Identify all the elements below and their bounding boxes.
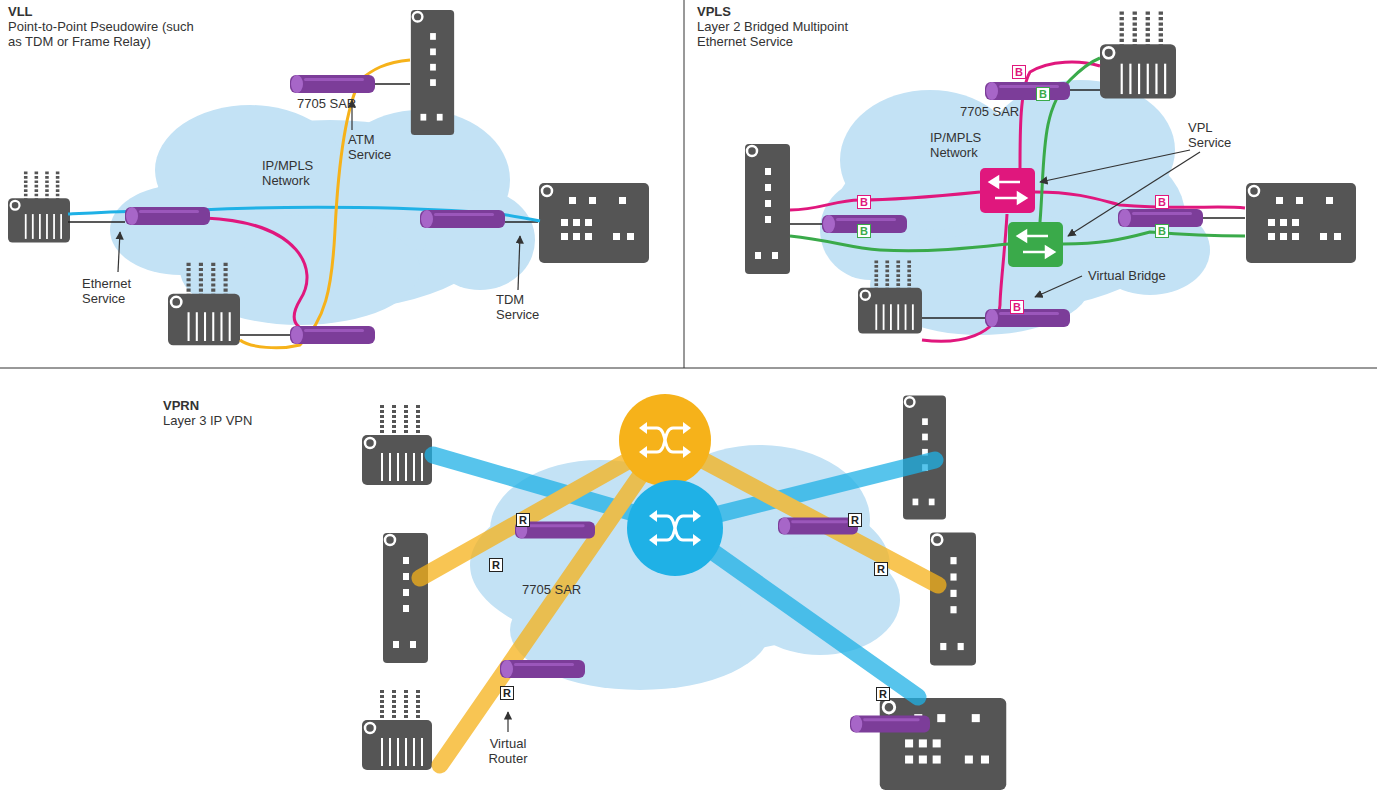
node-text: B [1158, 225, 1166, 237]
node-text: R [503, 687, 511, 699]
panel-subtitle: Point-to-Point Pseudowire (such as TDM o… [8, 19, 198, 49]
node-text: R [851, 514, 859, 526]
virtual-bridge-box: B [1012, 65, 1026, 79]
network-label: IP/MPLS Network [262, 158, 332, 188]
panel-title: VPLS [697, 4, 731, 19]
panel-subtitle: Layer 3 IP VPN [163, 413, 252, 428]
node-text: B [1039, 88, 1047, 100]
node-text: R [519, 514, 527, 526]
service-label: Ethernet Service [82, 276, 157, 306]
callout-label: Virtual Bridge [1088, 268, 1166, 283]
node-text: R [877, 563, 885, 575]
virtual-bridge-box: B [1036, 87, 1050, 101]
callout-label: Virtual Router [478, 736, 538, 766]
device-label: 7705 SAR [960, 104, 1019, 119]
virtual-router-box: R [848, 513, 862, 527]
service-label: TDM Service [496, 292, 551, 322]
node-text: B [1158, 196, 1166, 208]
virtual-bridge-box: B [857, 195, 871, 209]
virtual-bridge-box: B [1155, 224, 1169, 238]
service-label: VPL Service [1188, 120, 1243, 150]
virtual-bridge-box: B [857, 224, 871, 238]
virtual-router-box: R [876, 687, 890, 701]
device-label: 7705 SAR [522, 582, 581, 597]
panel-title: VPRN [163, 398, 199, 413]
virtual-router-box: R [516, 513, 530, 527]
node-text: B [860, 196, 868, 208]
node-text: B [1013, 301, 1021, 313]
virtual-bridge-box: B [1010, 300, 1024, 314]
panel-title: VLL [8, 4, 33, 19]
virtual-router-box: R [500, 686, 514, 700]
virtual-router-box: R [489, 558, 503, 572]
device-label: 7705 SAR [297, 96, 356, 111]
panel-subtitle: Layer 2 Bridged Multipoint Ethernet Serv… [697, 19, 887, 49]
virtual-bridge-box: B [1155, 195, 1169, 209]
node-text: R [879, 688, 887, 700]
network-label: IP/MPLS Network [930, 130, 1000, 160]
virtual-router-box: R [874, 562, 888, 576]
node-text: B [1015, 66, 1023, 78]
node-text: B [860, 225, 868, 237]
node-text: R [492, 559, 500, 571]
service-label: ATM Service [348, 132, 403, 162]
